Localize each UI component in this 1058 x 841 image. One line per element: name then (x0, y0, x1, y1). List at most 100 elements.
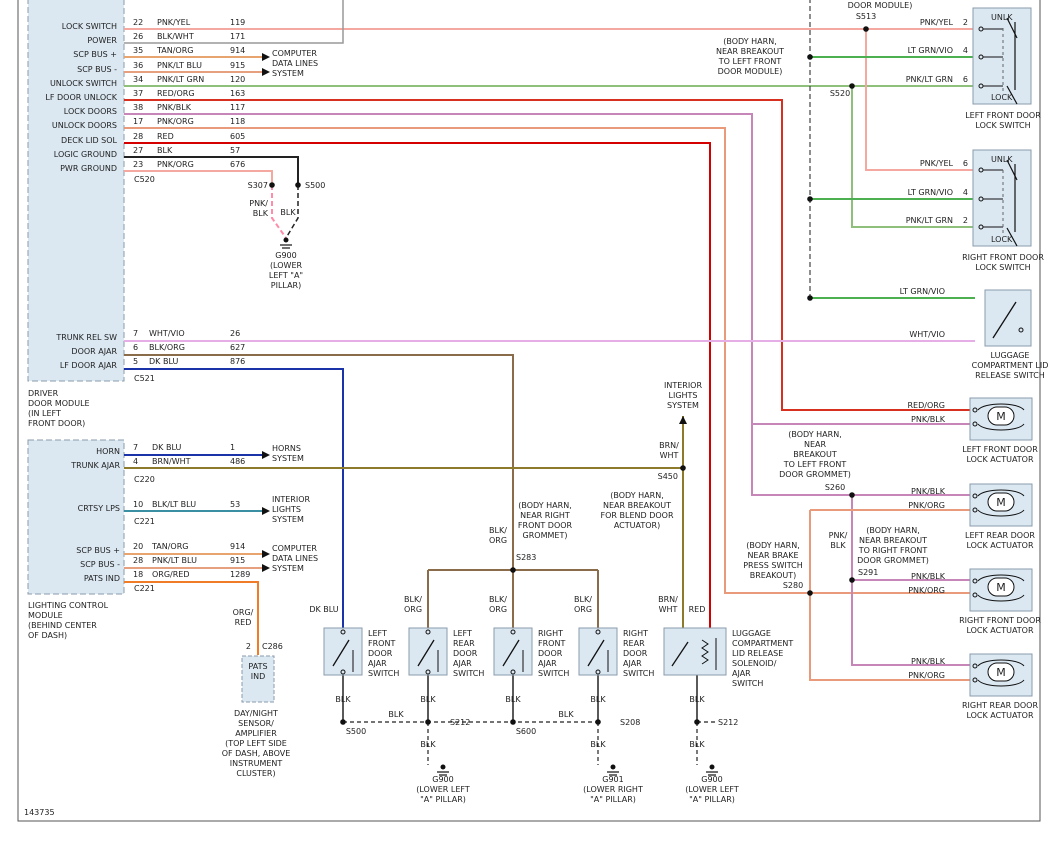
wire-color: DK BLU (149, 357, 178, 366)
ajar-switch-caption-0: SWITCH (368, 669, 399, 678)
splice-note-s283: NEAR RIGHT (520, 511, 570, 520)
splice-s212b (694, 719, 700, 725)
splice-d1 (807, 54, 813, 60)
luggage-release-caption: LUGGAGE (991, 351, 1030, 360)
circuit-number: 53 (230, 500, 240, 509)
wire-color: BRN/WHT (152, 457, 191, 466)
ground-g900-top (280, 237, 292, 249)
rf-lock-switch-wire-0: PNK/YEL (920, 159, 954, 168)
actuator-wire-2: PNK/ORG (908, 671, 945, 680)
wl-red: RED (689, 605, 706, 614)
pats-label: PATS (248, 662, 267, 671)
ajar-switch-caption-0: DOOR (368, 649, 393, 658)
pats-caption: (TOP LEFT SIDE (225, 739, 287, 748)
arrow-scp-plus (262, 53, 270, 61)
wl-blk-3: BLK (590, 695, 606, 704)
wire-color: PNK/BLK (157, 103, 192, 112)
circuit-number: 120 (230, 75, 245, 84)
door-module-top-caption: DOOR MODULE) (848, 1, 913, 10)
splice-label-s500: S500 (305, 181, 325, 190)
circuit-number: 876 (230, 357, 245, 366)
splice-note-s450: NEAR BREAKOUT (603, 501, 671, 510)
pin-label-lcm-5: PATS IND (84, 574, 120, 583)
system-horns: HORNS (272, 444, 301, 453)
system-computer-data-1: SYSTEM (272, 69, 304, 78)
pats-caption: DAY/NIGHT (234, 709, 278, 718)
ajar-switch-caption-2: DOOR (538, 649, 563, 658)
wl-blk-7: BLK (420, 740, 436, 749)
splice-note-s520: (BODY HARN, (723, 37, 777, 46)
arrow-scp-minus (262, 68, 270, 76)
wl-brn-wht-b: WHT (659, 605, 678, 614)
rf-lock-switch-pin-0: 6 (963, 159, 968, 168)
ajar-switch-caption-3: DOOR (623, 649, 648, 658)
ajar-switch-caption-3: SWITCH (623, 669, 654, 678)
rf-lock-switch-unlk: UNLK (991, 155, 1013, 164)
wire-pnkblk-rr (851, 495, 975, 666)
luggage-solenoid-caption: COMPARTMENT (732, 639, 793, 648)
lf-lock-switch-caption: LEFT FRONT DOOR (965, 111, 1041, 120)
diagram-id: 143735 (24, 808, 55, 817)
connector-c521: C521 (134, 374, 155, 383)
lf-lock-switch-unlk: UNLK (991, 13, 1013, 22)
splice-label-s283: S283 (516, 553, 536, 562)
ground-g900-b (706, 764, 718, 776)
ajar-switch-caption-1: LEFT (453, 629, 472, 638)
splice-s600 (510, 719, 516, 725)
lighting-control-module-caption: OF DASH) (28, 631, 67, 640)
pin-label-3: SCP BUS - (77, 65, 117, 74)
wire-color: PNK/LT GRN (157, 75, 204, 84)
splice-note-s280: (BODY HARN, (746, 541, 800, 550)
connector-c221: C221 (134, 517, 155, 526)
pin-number: 38 (133, 103, 143, 112)
splice-note-s283: GROMMET) (523, 531, 568, 540)
wl-dk-blu: DK BLU (309, 605, 338, 614)
pin-label-dm2-0: TRUNK REL SW (55, 333, 117, 342)
ground-g900-top-label: PILLAR) (271, 281, 301, 290)
pin-number: 28 (133, 556, 143, 565)
splice-s260 (849, 492, 855, 498)
driver-door-module-caption: (IN LEFT (28, 409, 61, 418)
pin-number: 23 (133, 160, 143, 169)
ajar-switch-caption-2: FRONT (538, 639, 565, 648)
motor-icon: M (996, 666, 1006, 679)
circuit-number: 914 (230, 46, 245, 55)
arrow-scp-plus-lcm (262, 550, 270, 558)
splice-label-s307: S307 (248, 181, 268, 190)
splice-note-s450: FOR BLEND DOOR (601, 511, 674, 520)
ajar-switch-caption-1: AJAR (453, 659, 472, 668)
actuator-wire-2: PNK/ORG (908, 501, 945, 510)
circuit-number: 1 (230, 443, 235, 452)
ajar-switch-caption-1: SWITCH (453, 669, 484, 678)
motor-icon: M (996, 581, 1006, 594)
ground-g901 (607, 764, 619, 776)
wire-door-ajar (124, 354, 514, 570)
wl-blk-org-a: BLK/ (489, 526, 507, 535)
connector-c220: C220 (134, 475, 155, 484)
pin-number: 17 (133, 117, 143, 126)
driver-door-module-caption: DRIVER (28, 389, 59, 398)
ground-g901-label: "A" PILLAR) (590, 795, 636, 804)
wire-color: WHT/VIO (149, 329, 185, 338)
splice-s513 (863, 26, 869, 32)
splice-note-s520: NEAR BREAKOUT (716, 47, 784, 56)
splice-note-s260: DOOR GROMMET) (779, 470, 851, 479)
wl-blk-0: BLK (335, 695, 351, 704)
ground-g900-b-label: (LOWER LEFT (685, 785, 739, 794)
pin-label-lcm-1: TRUNK AJAR (70, 461, 120, 470)
lf-lock-switch-pin-0: 2 (963, 18, 968, 27)
circuit-number: 57 (230, 146, 240, 155)
luggage-release-caption: RELEASE SWITCH (975, 371, 1045, 380)
splice-label-s513: S513 (856, 12, 876, 21)
pin-number: 7 (133, 329, 138, 338)
circuit-number: 118 (230, 117, 245, 126)
wire-unlock-doors (124, 127, 975, 594)
lighting-control-module-caption: LIGHTING CONTROL (28, 601, 109, 610)
